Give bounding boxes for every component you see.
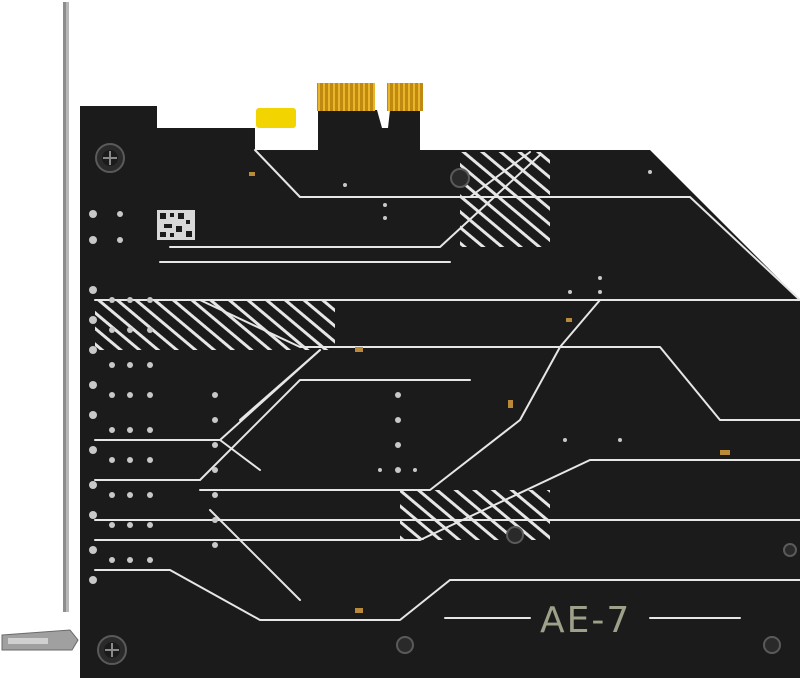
hatched-bands — [95, 152, 550, 540]
model-label: AE-7 — [540, 600, 631, 641]
mounting-bracket — [1, 2, 79, 651]
screw-icon — [95, 143, 797, 665]
pcie-gold-fingers — [256, 83, 423, 128]
small-capacitors — [249, 172, 730, 613]
qr-code-icon — [157, 210, 195, 240]
pcb-board — [80, 106, 800, 678]
circuit-traces — [94, 149, 800, 621]
smd-components — [89, 170, 652, 584]
